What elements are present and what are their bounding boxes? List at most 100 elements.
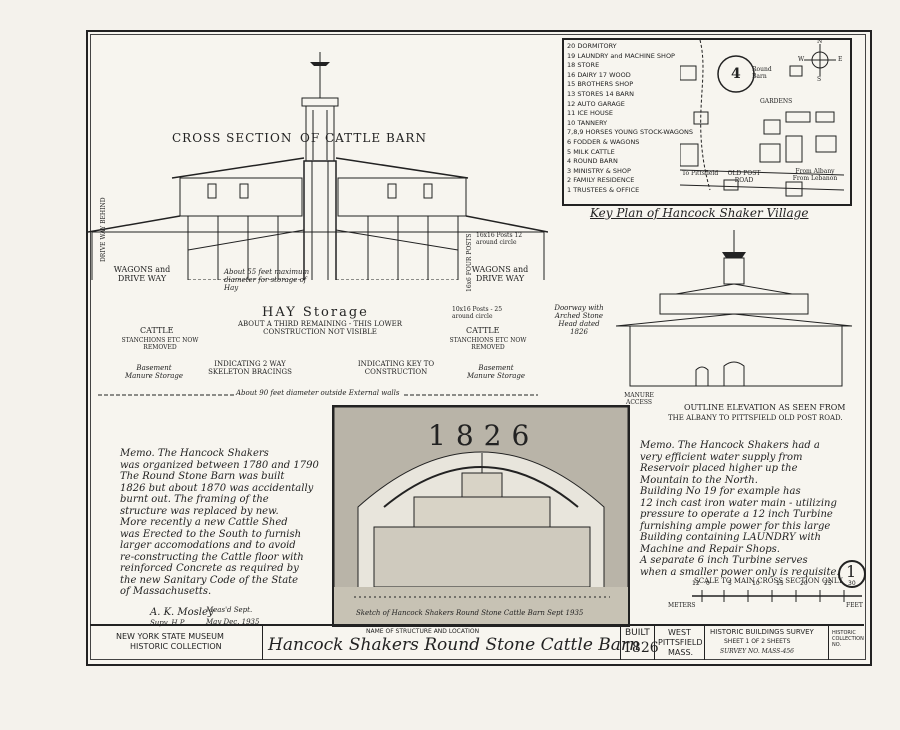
sheet-number-circle bbox=[838, 560, 866, 588]
legend-item: 13 STORES 14 BARN bbox=[567, 89, 634, 98]
signature-date1: Meas'd Sept. bbox=[206, 606, 253, 614]
legend-item: 7,8,9 HORSES YOUNG STOCK-WAGONS bbox=[567, 128, 693, 137]
note-line: the new Sanitary Code of the State bbox=[120, 574, 299, 586]
elevation-caption-2: THE ALBANY TO PITTSFIELD OLD POST ROAD. bbox=[668, 414, 843, 422]
compass-n: N bbox=[817, 38, 823, 45]
legend-item: 11 ICE HOUSE bbox=[567, 109, 613, 118]
legend-item: 2 FAMILY RESIDENCE bbox=[567, 176, 635, 185]
scale-tick-label: 30 bbox=[848, 580, 856, 587]
legend-item: 18 STORE bbox=[567, 61, 600, 70]
key-plan-title: Key Plan of Hancock Shaker Village bbox=[590, 206, 809, 220]
label-six-pier: 16x6 FOUR POSTS bbox=[466, 233, 473, 293]
map-label-to-pittsfield: To Pittsfield bbox=[682, 170, 719, 177]
label-indicating-left: INDICATING 2 WAY SKELETON BRACINGS bbox=[208, 360, 292, 376]
elevation-caption-1: OUTLINE ELEVATION AS SEEN FROM bbox=[684, 403, 846, 412]
label-stanchions-right: STANCHIONS ETC NOW REMOVED bbox=[449, 337, 527, 351]
sheet-number: 1 bbox=[846, 562, 857, 581]
scale-unit: FEET bbox=[846, 602, 863, 609]
map-label-round-barn: Round Barn bbox=[752, 66, 772, 80]
sketch-caption: Sketch of Hancock Shakers Round Stone Ca… bbox=[356, 609, 584, 617]
legend-item: 19 LAUNDRY and MACHINE SHOP bbox=[567, 51, 675, 60]
building-number-4: 4 bbox=[731, 66, 741, 82]
note-line: 1826 but about 1870 was accidentally bbox=[120, 482, 314, 494]
location-line2: PITTSFIELD bbox=[658, 638, 703, 647]
note-line: burnt out. The framing of the bbox=[120, 494, 269, 505]
compass-s: S bbox=[817, 76, 822, 83]
note-line: Machine and Repair Shops. bbox=[640, 543, 780, 555]
title-divider-1 bbox=[262, 626, 263, 660]
label-cattle-left: CATTLE bbox=[140, 326, 174, 335]
label-cattle-right: CATTLE bbox=[466, 326, 500, 335]
cross-section-title-left: CROSS SECTION bbox=[172, 131, 293, 145]
label-drive-way-side: DRIVE WAY BEHIND bbox=[100, 197, 107, 262]
note-line: when a smaller power only is requisite. bbox=[640, 566, 840, 578]
note-line: Mountain to the North. bbox=[640, 474, 758, 486]
note-line: 12 inch cast iron water main - utilizing bbox=[640, 497, 837, 509]
scale-tick-label: 12 bbox=[692, 580, 700, 587]
note-line: structure was replaced by new. bbox=[120, 505, 279, 517]
legend-item: 20 DORMITORY bbox=[567, 42, 617, 50]
map-label-old-post-road: OLD POST ROAD bbox=[727, 170, 761, 184]
note-line: was organized between 1780 and 1790 bbox=[120, 459, 319, 471]
sketch-year: 1826 bbox=[428, 419, 540, 452]
legend-item: 1 TRUSTEES & OFFICE bbox=[567, 185, 640, 194]
museum-line2: HISTORIC COLLECTION bbox=[130, 642, 222, 651]
location-line1: WEST bbox=[668, 628, 691, 637]
note-line: reinforced Concrete as required by bbox=[120, 563, 299, 574]
scale-title: SCALE TO MAIN CROSS SECTION ONLY bbox=[694, 577, 843, 585]
key-plan-frame bbox=[562, 38, 852, 206]
scale-bar bbox=[692, 590, 862, 602]
note-line: More recently a new Cattle Shed bbox=[120, 517, 288, 528]
label-basement-left: Basement Manure Storage bbox=[124, 364, 184, 380]
label-third-remaining: ABOUT A THIRD REMAINING - THIS LOWER CON… bbox=[237, 320, 403, 336]
survey-number: SURVEY NO. MASS-456 bbox=[720, 648, 794, 655]
label-wagons-right: WAGONS and DRIVE WAY bbox=[471, 265, 529, 283]
historic-collection: HISTORIC COLLECTION NO. bbox=[832, 630, 864, 648]
scale-tick-label: 25 bbox=[824, 580, 832, 587]
note-line: pressure to operate a 12 inch Turbine bbox=[640, 509, 833, 520]
label-posts-top: 16x16 Posts 12 around circle bbox=[476, 232, 523, 246]
note-line: larger accomodations and to avoid bbox=[120, 540, 296, 551]
location-line3: MASS. bbox=[668, 648, 694, 657]
cross-section-drawing bbox=[88, 52, 548, 280]
note-line: Memo. The Hancock Shakers had a bbox=[640, 440, 820, 451]
diameter-dimension bbox=[98, 394, 538, 396]
note-line: was Erected to the South to furnish bbox=[120, 528, 302, 540]
note-line: A separate 6 inch Turbine serves bbox=[640, 555, 808, 566]
signature-name: A. K. Mosley bbox=[150, 607, 214, 618]
legend-item: 5 MILK CATTLE bbox=[567, 147, 615, 156]
sketch-illustration bbox=[334, 407, 628, 625]
title-divider-5 bbox=[828, 626, 829, 660]
legend-item: 3 MINISTRY & SHOP bbox=[567, 166, 631, 175]
signature-role: Supv. H.P. bbox=[150, 619, 186, 627]
scale-tick-label: 15 bbox=[776, 580, 784, 587]
map-label-from-albany: From Albany From Lebanon bbox=[792, 168, 838, 182]
label-basement-right: Basement Manure Storage bbox=[466, 364, 526, 380]
elevation-manure-label: MANURE ACCESS bbox=[624, 392, 654, 406]
legend-item: 12 AUTO GARAGE bbox=[567, 99, 625, 108]
title-block bbox=[90, 624, 864, 662]
note-line: The Round Stone Barn was built bbox=[120, 471, 285, 482]
note-line: re-constructing the Cattle floor with bbox=[120, 551, 304, 563]
name-caption: NAME OF STRUCTURE AND LOCATION bbox=[366, 628, 480, 635]
compass-e: E bbox=[838, 56, 843, 63]
built-year: 1826 bbox=[623, 640, 659, 656]
compass-w: W bbox=[798, 56, 805, 63]
built-label: BUILT bbox=[625, 628, 650, 638]
title-divider-2 bbox=[620, 626, 621, 660]
note-line: very efficient water supply from bbox=[640, 451, 803, 463]
note-line: furnishing ample power for this large bbox=[640, 520, 831, 532]
scale-tick-label: 10 bbox=[752, 580, 760, 587]
cross-section-title-right: OF CATTLE BARN bbox=[300, 131, 427, 145]
label-indicating-right: INDICATING KEY TO CONSTRUCTION bbox=[357, 360, 435, 376]
survey-line2: SHEET 1 OF 2 SHEETS bbox=[724, 638, 791, 645]
scale-tick-label: 5 bbox=[728, 580, 732, 587]
legend-item: 10 TANNERY bbox=[567, 118, 608, 127]
label-stanchions-left: STANCHIONS ETC NOW REMOVED bbox=[121, 337, 199, 351]
legend-item: 16 DAIRY 17 WOOD bbox=[567, 70, 631, 79]
legend-item: 6 FODDER & WAGONS bbox=[567, 137, 640, 146]
